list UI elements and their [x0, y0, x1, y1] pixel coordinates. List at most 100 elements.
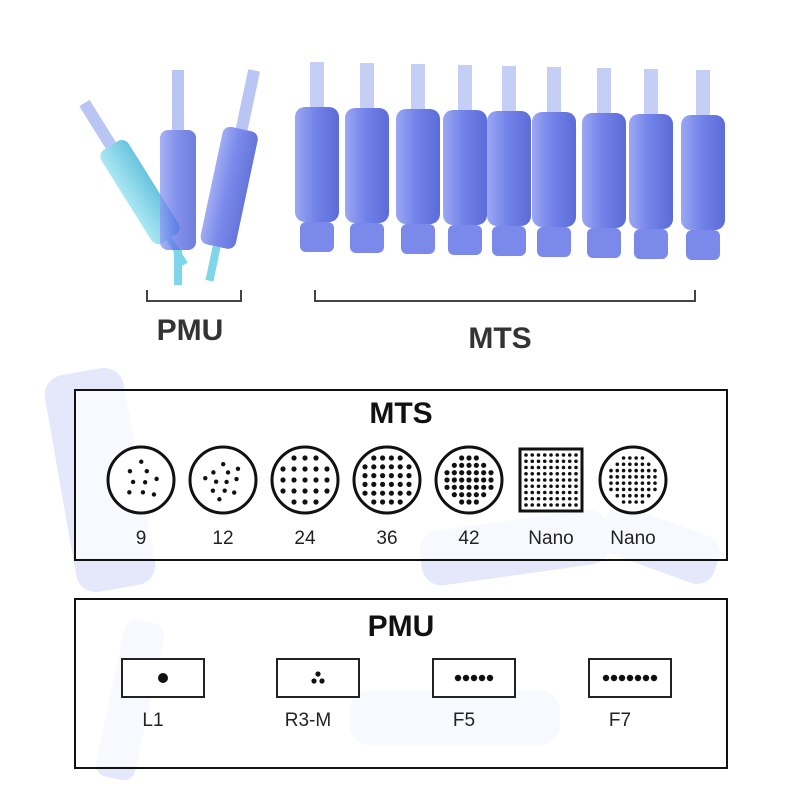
needle-dot [451, 492, 457, 498]
needle-dot [536, 459, 541, 464]
needle-dot [313, 466, 319, 472]
needle-dot [634, 500, 638, 504]
needle-dot [524, 478, 528, 482]
needle-dot [211, 470, 216, 475]
needle-dot [481, 477, 487, 483]
needle-dot [397, 499, 403, 505]
needle-dot [542, 484, 547, 489]
needle-dot [536, 484, 541, 489]
needle-dot [628, 468, 632, 473]
pmu-cartridge [160, 70, 196, 285]
needle-dot [524, 453, 528, 457]
needle-dot [466, 492, 472, 498]
needle-dot [473, 492, 479, 498]
needle-dot [640, 500, 645, 504]
needle-dot [621, 487, 626, 492]
needle-dot [555, 471, 560, 476]
needle-dot [567, 478, 572, 482]
needle-dot [473, 455, 479, 461]
needle-dot [646, 462, 651, 467]
needle-dot [574, 453, 578, 457]
needle-dot [371, 490, 377, 496]
needle-dot [302, 488, 308, 494]
needle-dot [291, 466, 297, 472]
needle-dot [640, 456, 645, 460]
needle-dot [406, 473, 412, 479]
needle-dot [609, 481, 613, 485]
needle-dot [388, 490, 394, 496]
needle-dot [524, 484, 528, 489]
needle-dot [466, 455, 472, 461]
needle-dot [151, 492, 157, 497]
needle-dot [549, 459, 553, 464]
mts-cartridge [345, 63, 389, 253]
needle-dot [524, 459, 528, 464]
needle-dot [397, 473, 403, 479]
mts-pattern-label: Nano [610, 528, 656, 549]
mts-pattern-64 [598, 445, 668, 515]
needle-dot [371, 455, 377, 461]
needle-dot [291, 499, 297, 505]
pmu-pattern-label: F5 [452, 710, 476, 731]
needle-dot [542, 478, 547, 482]
mts-pattern-42 [434, 445, 504, 515]
needle-dot [466, 470, 472, 476]
needle-dot [380, 473, 386, 479]
needle-dot [280, 477, 286, 483]
needle-dot [397, 490, 403, 496]
needle-dot [459, 492, 465, 498]
needle-dot [451, 484, 457, 490]
needle-dot [324, 488, 330, 494]
needle-dot [280, 488, 286, 494]
needle-dot [444, 477, 450, 483]
needle-dot [313, 455, 319, 461]
needle-dot [313, 488, 319, 494]
needle-dot [567, 503, 572, 507]
needle-dot [567, 453, 572, 457]
needle-dot [555, 459, 560, 464]
needle-dot [213, 479, 219, 484]
needle-dot [217, 497, 222, 502]
needle-dot [127, 469, 133, 474]
needle-dot [634, 456, 638, 460]
needle-dot [473, 484, 479, 490]
needle-dot [481, 492, 487, 498]
needle-dot [640, 462, 645, 467]
needle-dot [555, 490, 560, 495]
needle-dot [567, 496, 572, 501]
pmu-pattern-1 [121, 658, 205, 698]
needle-dot [574, 496, 578, 501]
needle-dot [542, 465, 547, 470]
needle-dot [324, 466, 330, 472]
needle-dot [291, 488, 297, 494]
pmu-cartridge [200, 69, 261, 282]
mts-pattern-label: Nano [528, 528, 574, 549]
mts-pattern-9 [106, 445, 176, 515]
needle-dot [388, 481, 394, 487]
needle-dot [488, 484, 494, 490]
needle-dot [549, 503, 553, 507]
needle-dot [640, 481, 645, 485]
needle-dot [621, 468, 626, 473]
pmu-pattern-5 [432, 658, 516, 698]
needle-dot [302, 466, 308, 472]
needle-dot [530, 465, 535, 470]
needle-dot [536, 503, 541, 507]
mts-pattern-24 [270, 445, 340, 515]
needle-dot [524, 471, 528, 476]
needle-dot [291, 477, 297, 483]
needle-dot [144, 469, 150, 474]
needle-dot [628, 500, 632, 504]
pmu-pattern-3 [276, 658, 360, 698]
needle-dot [640, 475, 645, 479]
needle-dot [549, 471, 553, 476]
needle-dot [555, 478, 560, 482]
mts-bracket [314, 290, 696, 302]
needle-dot [488, 477, 494, 483]
needle-dot [628, 456, 632, 460]
needle-dot [466, 477, 472, 483]
needle-dot [555, 496, 560, 501]
